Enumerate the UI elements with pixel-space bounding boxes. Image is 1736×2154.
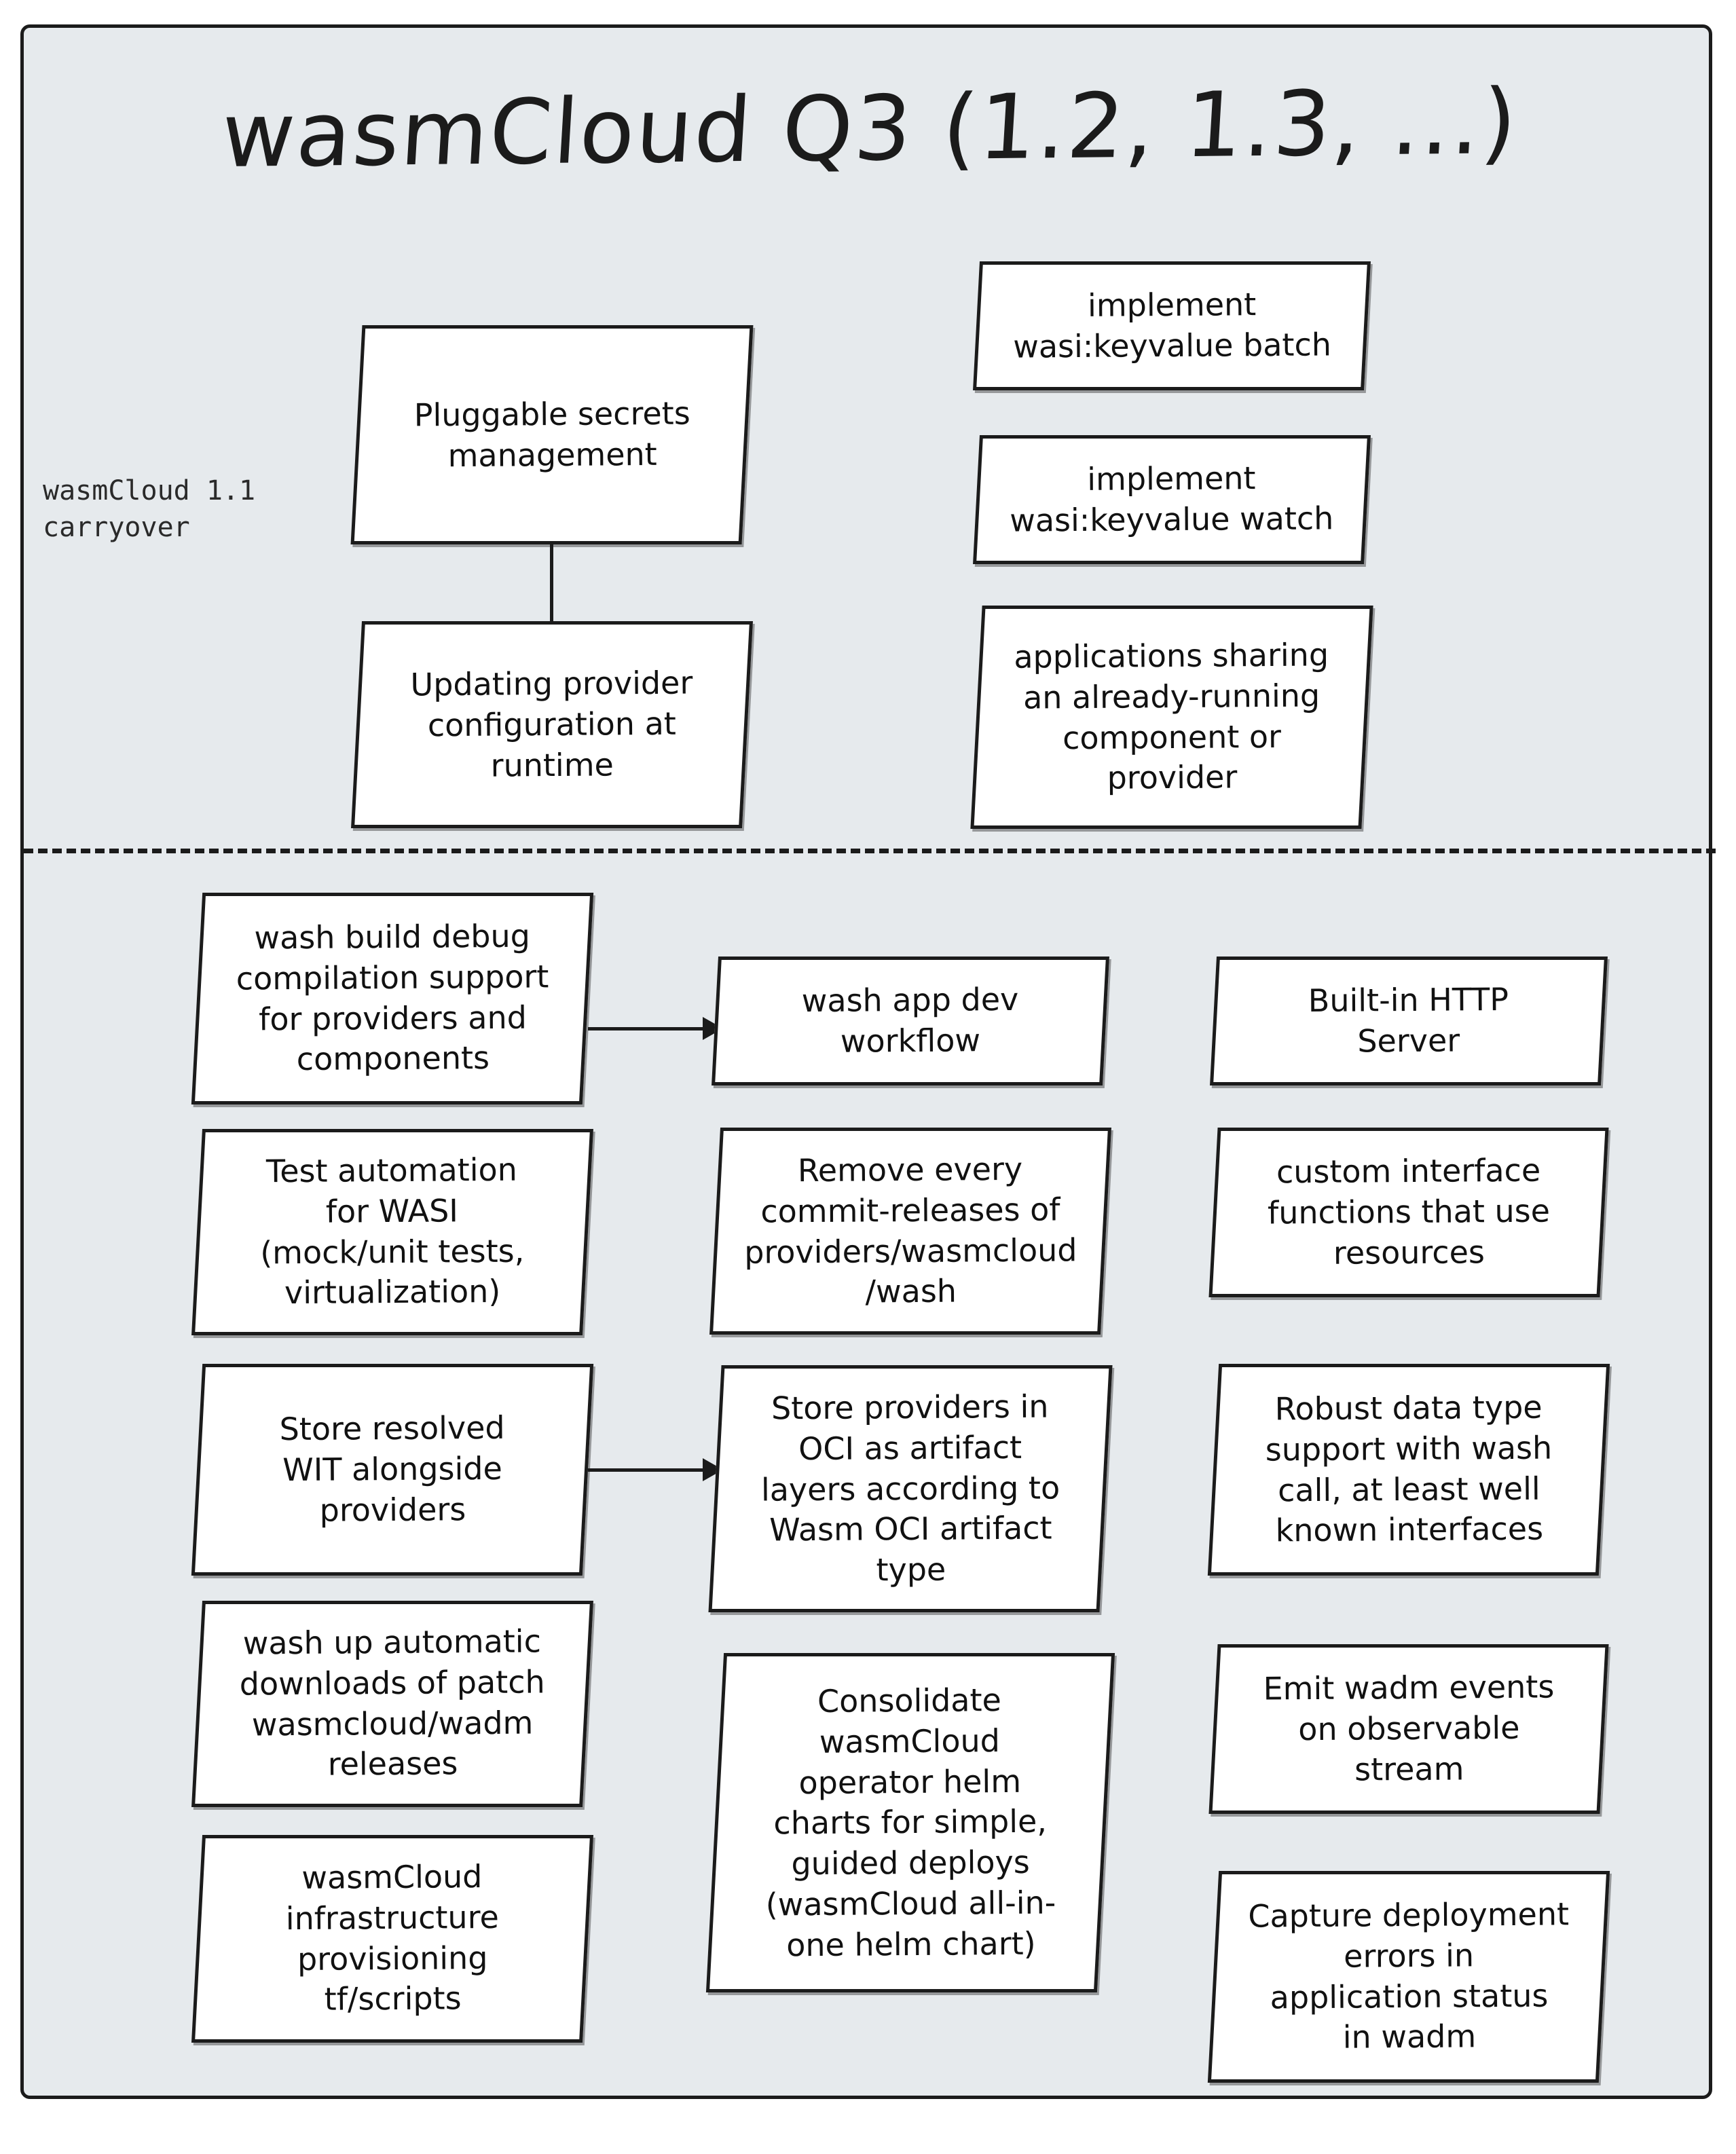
node-implement-wasi-keyvalue-watch[interactable]: implement wasi:keyvalue watch — [973, 435, 1371, 564]
node-store-providers-in-oci-as-artifact-layers[interactable]: Store providers in OCI as artifact layer… — [708, 1365, 1113, 1612]
node-remove-every-commit-releases[interactable]: Remove every commit-releases of provider… — [709, 1128, 1111, 1335]
node-custom-interface-functions-that-use-resources[interactable]: custom interface functions that use reso… — [1208, 1128, 1609, 1297]
node-applications-sharing-running-component[interactable]: applications sharing an already-running … — [970, 606, 1373, 829]
node-wasmcloud-infrastructure-provisioning[interactable]: wasmCloud infrastructure provisioning tf… — [191, 1835, 594, 2043]
node-wash-app-dev-workflow[interactable]: wash app dev workflow — [712, 957, 1109, 1085]
connector-secrets-to-provider-config — [550, 544, 553, 621]
page-title: wasmCloud Q3 (1.2, 1.3, ...) — [218, 70, 1521, 188]
diagram-frame: wasmCloud Q3 (1.2, 1.3, ...) wasmCloud 1… — [20, 24, 1716, 2099]
node-robust-data-type-support-with-wash-call[interactable]: Robust data type support with wash call,… — [1207, 1364, 1610, 1576]
node-implement-wasi-keyvalue-batch[interactable]: implement wasi:keyvalue batch — [973, 261, 1371, 390]
node-emit-wadm-events-on-observable-stream[interactable]: Emit wadm events on observable stream — [1208, 1644, 1609, 1814]
node-wash-build-debug-compilation-support[interactable]: wash build debug compilation support for… — [191, 893, 594, 1104]
carryover-section-label: wasmCloud 1.1 carryover — [43, 475, 256, 543]
node-store-resolved-wit-alongside-providers[interactable]: Store resolved WIT alongside providers — [191, 1364, 594, 1576]
node-wash-up-automatic-downloads-of-patch-releases[interactable]: wash up automatic downloads of patch was… — [191, 1601, 593, 1807]
node-built-in-http-server[interactable]: Built-in HTTP Server — [1210, 957, 1608, 1085]
section-divider — [24, 849, 1716, 853]
node-consolidate-wasmcloud-operator-helm-charts[interactable]: Consolidate wasmCloud operator helm char… — [705, 1653, 1115, 1992]
connector-wash-build-to-app-dev — [588, 1027, 717, 1030]
node-updating-provider-configuration-at-runtime[interactable]: Updating provider configuration at runti… — [351, 621, 753, 828]
connector-store-wit-to-oci — [588, 1468, 717, 1472]
node-pluggable-secrets-management[interactable]: Pluggable secrets management — [350, 325, 754, 544]
node-capture-deployment-errors-in-application-status[interactable]: Capture deployment errors in application… — [1207, 1871, 1610, 2083]
node-test-automation-for-wasi[interactable]: Test automation for WASI (mock/unit test… — [191, 1129, 593, 1335]
